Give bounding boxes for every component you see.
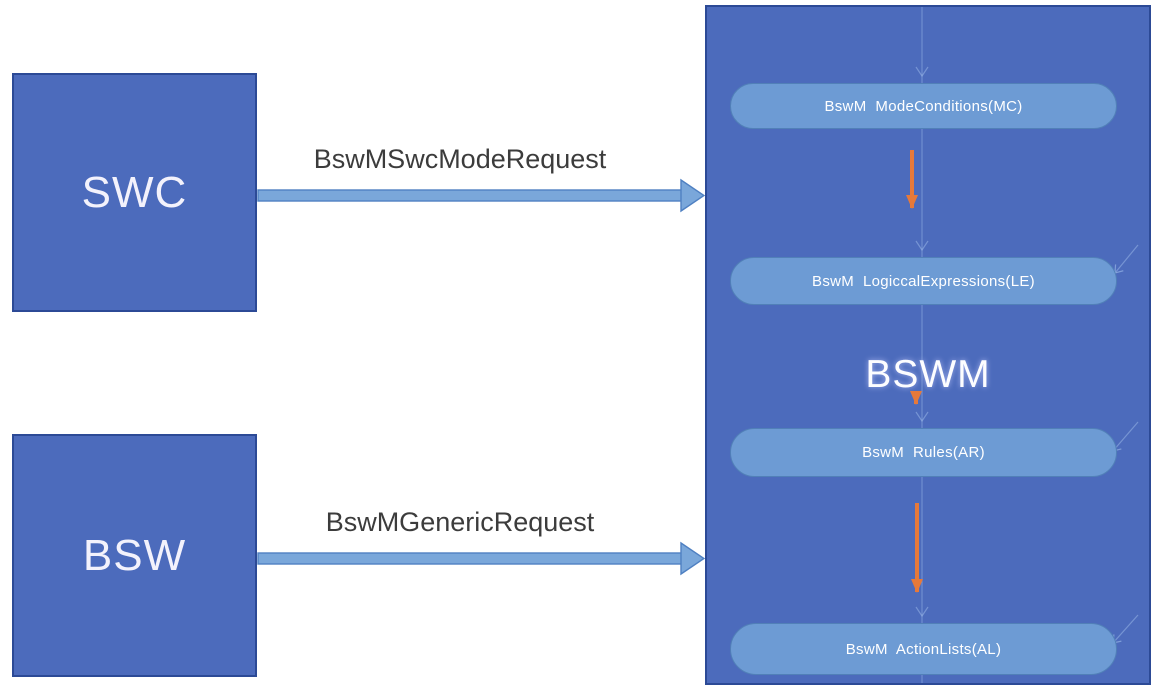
- faint-chevron-icon: [915, 66, 929, 78]
- faint-diagonal-connector: [1112, 614, 1139, 644]
- swc-to-bswm-arrow-icon: [257, 178, 705, 213]
- pill-logical-expressions-label: BswM LogiccalExpressions(LE): [812, 272, 1035, 290]
- pill-rules-label: BswM Rules(AR): [862, 444, 985, 461]
- faint-chevron-icon: [915, 411, 929, 423]
- faint-diagonal-connector: [1114, 244, 1139, 274]
- pill-action-lists: BswM ActionLists(AL): [730, 623, 1117, 675]
- bsw-box-label: BSW: [82, 530, 187, 580]
- bsw-box: BSW: [12, 434, 257, 677]
- bswm-panel: BswM ModeConditions(MC) BswM LogiccalExp…: [705, 5, 1151, 685]
- swc-box-label: SWC: [81, 167, 188, 217]
- pill-mode-conditions-label: BswM ModeConditions(MC): [824, 97, 1023, 115]
- pill-rules: BswM Rules(AR): [730, 428, 1117, 477]
- pill-action-lists-label: BswM ActionLists(AL): [845, 640, 1002, 658]
- bsw-to-bswm-arrow-icon: [257, 541, 705, 576]
- pill-mode-conditions: BswM ModeConditions(MC): [730, 83, 1117, 129]
- faint-chevron-icon: [915, 606, 929, 618]
- swc-mode-request-label: BswMSwcModeRequest: [313, 144, 607, 174]
- swc-box: SWC: [12, 73, 257, 312]
- generic-request-label: BswMGenericRequest: [325, 507, 595, 537]
- faint-chevron-icon: [915, 240, 929, 252]
- faint-diagonal-connector: [1112, 421, 1139, 452]
- pill-logical-expressions: BswM LogiccalExpressions(LE): [730, 257, 1117, 305]
- bswm-title: BSWM: [865, 353, 991, 396]
